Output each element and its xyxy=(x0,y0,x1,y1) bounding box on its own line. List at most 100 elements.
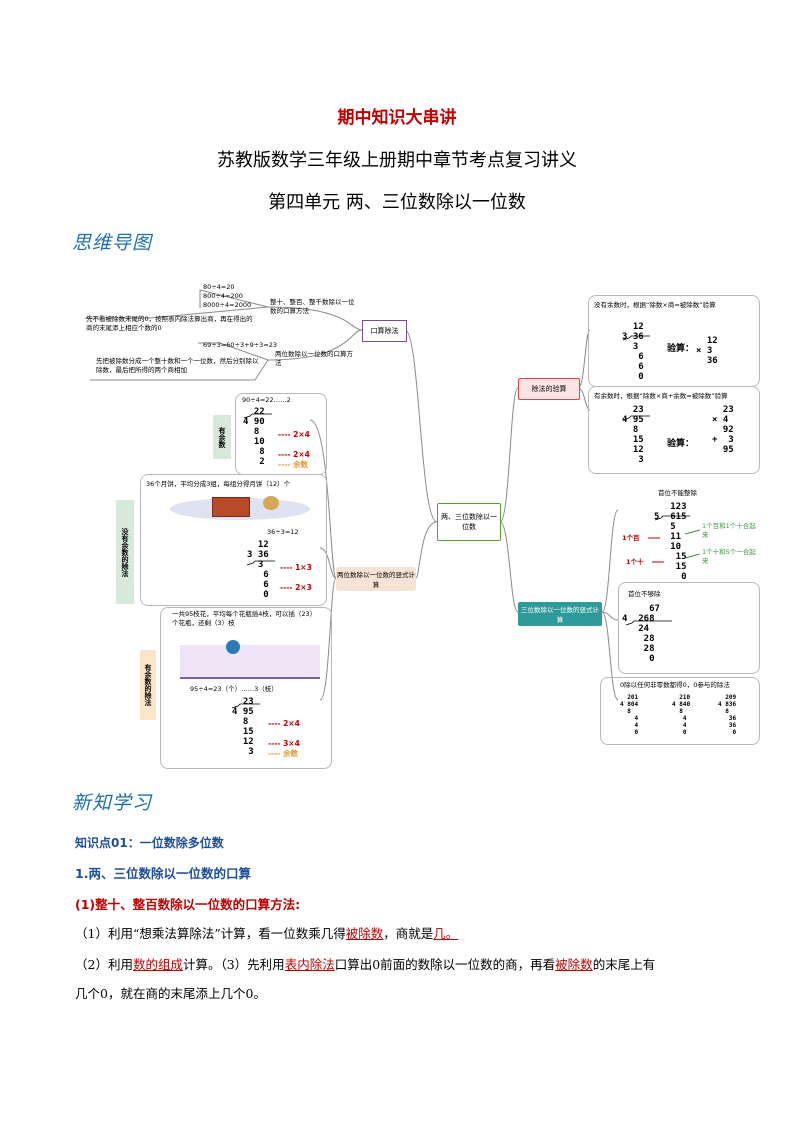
case2-box xyxy=(618,582,760,674)
remainder-equation: 90÷4=22……2 xyxy=(242,396,291,404)
no-remainder-equation: 36÷3=12 xyxy=(267,528,299,536)
no-remainder-step: ---- 1×3 xyxy=(280,563,312,572)
oral-sub2-note: 先把被除数分成一个整十数和一个一位数，然后分别除以除数，最后把所得的两个商相加 xyxy=(96,357,259,374)
p2-text: 的末尾上有 xyxy=(592,957,656,972)
hundreds-label: 1个百 xyxy=(622,534,640,542)
remainder2-tag-label: 有余数的除法 xyxy=(144,664,152,706)
p1-underline: 被除数 xyxy=(345,926,384,941)
check-box-2 xyxy=(588,386,760,474)
p2-text: 计算。（3）先利用 xyxy=(182,957,285,972)
division-90-4: 22 4 90 8 10 8 2 xyxy=(243,407,265,467)
remainder-step-text: 余数 xyxy=(293,460,309,469)
check-label-1: 验算： xyxy=(667,344,695,354)
p2-text: （2）利用 xyxy=(75,957,133,972)
oral-sub1-label: 整十、整百、整千数除以一位数的口算方法 xyxy=(270,298,355,315)
division-268-4: 67 4 268 24 28 28 0 xyxy=(622,604,660,664)
case2-label: 首位不够除 xyxy=(628,590,661,598)
remainder-step: ---- 余数 xyxy=(278,460,309,469)
child-image xyxy=(226,640,240,654)
p1-underline: 几。 xyxy=(433,926,459,941)
remainder2-step-text: 余数 xyxy=(283,749,299,758)
tens-label: 1个十 xyxy=(626,558,644,566)
no-remainder-box xyxy=(140,474,327,606)
oral-example: 80÷4=20 xyxy=(203,283,235,291)
paragraph-1: （1）利用“想乘法算除法”计算，看一位数乘几得被除数，商就是几。 xyxy=(75,924,458,944)
p1-text: ，商就是 xyxy=(383,926,434,941)
p2-text: 口算出0前面的数除以一位数的商，再看 xyxy=(334,957,556,972)
mindmap-heading: 思维导图 xyxy=(72,232,153,254)
division-95-4-check: 23 4 95 8 15 12 3 xyxy=(622,405,644,465)
oral-sub1-note: 先不看被除数末尾的0，按照表内除法算出商，再在得出的商的末尾添上相应个数的0 xyxy=(86,315,253,332)
no-remainder-step-text: 1×3 xyxy=(295,563,312,572)
three-digit-label: 三位数除以一位数的竖式计算 xyxy=(521,606,599,624)
merge1-label: 1个百和1个十合起来 xyxy=(702,522,756,539)
remainder-step: ---- 2×4 xyxy=(278,430,310,439)
check-note-1: 没有余数时，根据“除数×商=被除数”验算 xyxy=(594,301,716,309)
mooncake-problem: 36个月饼，平均分成3组，每组分得月饼（12）个 xyxy=(146,480,291,488)
flower-equation: 95÷4=23（个）……3（枝） xyxy=(190,685,278,693)
remainder-step-text: 2×4 xyxy=(293,450,310,459)
p2-underline: 表内除法 xyxy=(284,957,335,972)
division-840-4: 210 4 840 8 4 4 0 xyxy=(672,694,691,736)
paragraph-2: （2）利用数的组成计算。（3）先利用表内除法口算出0前面的数除以一位数的商，再看… xyxy=(75,955,655,975)
check-node: 除法的验算 xyxy=(518,378,580,400)
division-95-4: 23 4 95 8 15 12 3 xyxy=(232,697,254,757)
remainder-step: ---- 2×4 xyxy=(278,450,310,459)
no-remainder-step-text: 2×3 xyxy=(295,583,312,592)
no-remainder-tag: 没有余数的除法 xyxy=(116,500,134,604)
center-node-label: 两、三位数除以一位数 xyxy=(441,513,497,531)
oral-example: 800÷4=200 xyxy=(203,292,243,300)
remainder2-step: ---- 余数 xyxy=(268,749,299,758)
written-division-node: 两位数除以一位数的竖式计算 xyxy=(336,567,416,591)
merge2-label: 1个十和5个一合起来 xyxy=(702,548,756,565)
knowledge-point: 知识点01：一位数除多位数 xyxy=(75,836,224,850)
oral-sub2-example: 69÷3=60÷3+9÷3=23 xyxy=(203,341,278,349)
p2-underline: 被除数 xyxy=(555,957,593,972)
oral-example: 8000÷4=2000 xyxy=(203,301,252,309)
page-subtitle: 苏教版数学三年级上册期中章节考点复习讲义 xyxy=(217,150,577,171)
case1-label: 首位不能整除 xyxy=(658,489,697,497)
remainder2-tag: 有余数的除法 xyxy=(140,650,156,720)
multiplication-check-1: 12 × 3 36 xyxy=(696,336,718,366)
oral-division-node: 口算除法 xyxy=(362,320,407,342)
case3-label: 0除以任何非零数都得0，0参与的除法 xyxy=(620,681,730,689)
oral-examples: 80÷4=20 800÷4=200 8000÷4=2000 xyxy=(203,283,251,310)
paragraph-3: 几个0，就在商的末尾添上几个0。 xyxy=(75,986,266,1001)
case3-box xyxy=(600,677,760,745)
mooncake-pile-image xyxy=(263,496,279,510)
no-remainder-tag-label: 没有余数的除法 xyxy=(121,527,129,577)
remainder-tag: 有余数 xyxy=(213,415,231,459)
knowledge-subheading: (1)整十、整百数除以一位数的口算方法: xyxy=(75,897,301,912)
knowledge-heading: 1.两、三位数除以一位数的口算 xyxy=(75,866,251,881)
check-note-2: 有余数时，根据“除数×商+余数=被除数”验算 xyxy=(594,392,728,400)
division-36-3: 12 3 36 3 6 6 0 xyxy=(247,540,269,600)
unit-title: 第四单元 两、三位数除以一位数 xyxy=(268,192,526,213)
remainder-tag-label: 有余数 xyxy=(218,426,226,448)
remainder2-step: ---- 3×4 xyxy=(268,739,300,748)
oral-sub2-label: 两位数除以一位数的口算方法 xyxy=(275,350,353,367)
remainder-step-text: 2×4 xyxy=(293,430,310,439)
division-615-5: 123 5 615 5 11 10 15 15 0 xyxy=(654,502,687,582)
oral-division-label: 口算除法 xyxy=(370,327,399,335)
no-remainder-step: ---- 2×3 xyxy=(280,583,312,592)
division-36-3-check: 12 3 36 3 6 6 0 xyxy=(622,322,644,382)
flower-vase-image xyxy=(180,645,320,679)
division-804-4: 201 4 804 8 4 4 0 xyxy=(620,694,639,736)
page-title: 期中知识大串讲 xyxy=(337,108,457,128)
three-digit-node: 三位数除以一位数的竖式计算 xyxy=(518,602,602,626)
new-knowledge-heading: 新知学习 xyxy=(72,792,153,814)
remainder2-step: ---- 2×4 xyxy=(268,719,300,728)
check-node-label: 除法的验算 xyxy=(531,385,567,393)
p1-text: （1）利用“想乘法算除法”计算，看一位数乘几得 xyxy=(75,926,346,941)
check-label-2: 验算： xyxy=(667,439,695,449)
written-division-label: 两位数除以一位数的竖式计算 xyxy=(337,571,415,589)
remainder2-step-text: 3×4 xyxy=(283,739,300,748)
mooncake-image xyxy=(212,497,250,517)
center-node: 两、三位数除以一位数 xyxy=(437,503,501,541)
division-836-4: 209 4 836 8 36 36 0 xyxy=(718,694,737,736)
multiplication-check-2: 23 × 4 92 + 3 95 xyxy=(712,405,734,455)
p2-underline: 数的组成 xyxy=(132,957,183,972)
flower-problem: 一共95枝花，平均每个花瓶插4枝，可以插（23）个花瓶，还剩（3）枝 xyxy=(172,610,317,627)
flower-box xyxy=(160,607,332,769)
